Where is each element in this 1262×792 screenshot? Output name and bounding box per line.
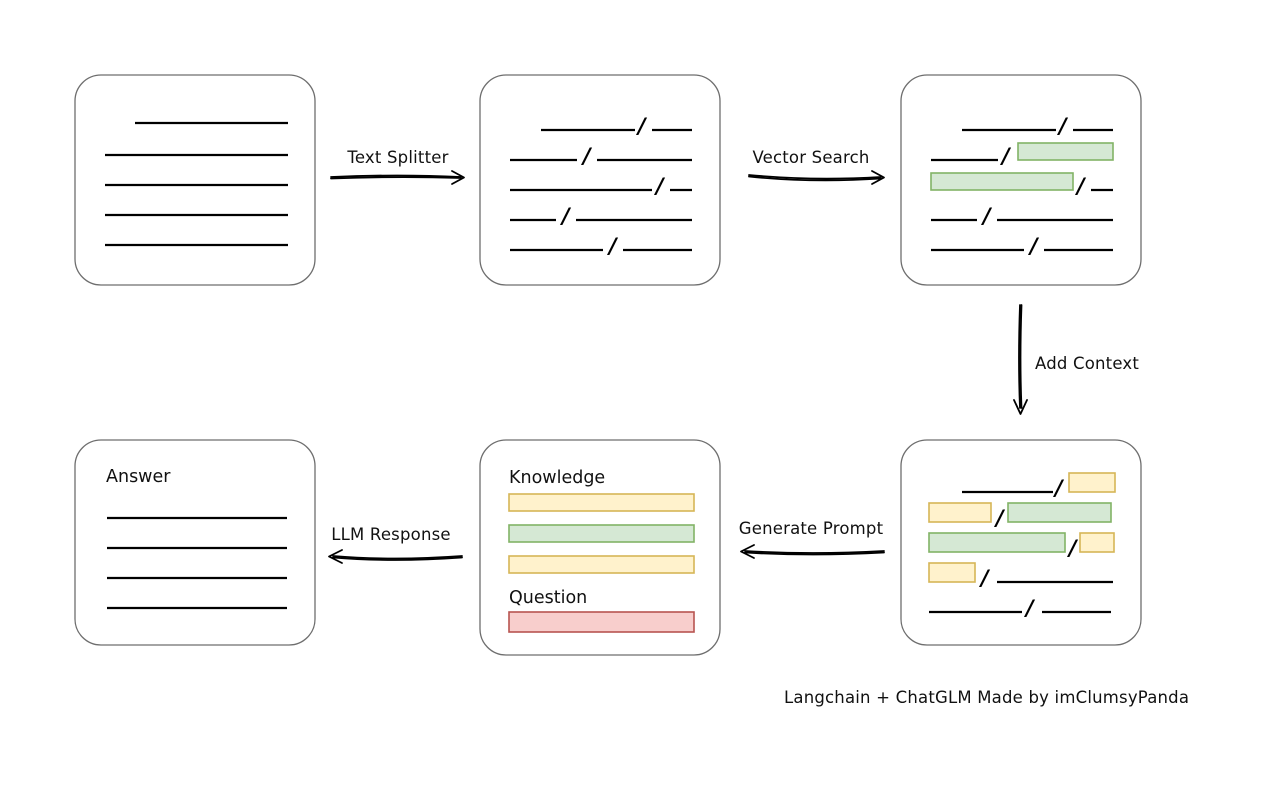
- answer-box[interactable]: [74, 439, 316, 646]
- context-chunk-highlight: [928, 502, 992, 523]
- answer-title: Answer: [106, 467, 171, 487]
- chunk-separator: /: [635, 114, 648, 138]
- chunk-separator: /: [999, 144, 1012, 168]
- chunk-separator: /: [606, 234, 619, 258]
- source-document-lines: [105, 121, 288, 247]
- knowledge-bar: [508, 493, 695, 512]
- context-chunk-highlight: [1007, 502, 1112, 523]
- knowledge-bar: [508, 524, 695, 543]
- node-prompt[interactable]: Knowledge Question: [479, 439, 721, 656]
- chunk-separator: /: [559, 204, 572, 228]
- edge-llm-response: LLM Response: [328, 525, 463, 564]
- arrow-head: [1013, 399, 1028, 415]
- arrow-shaft: [330, 174, 462, 178]
- context-chunk-highlight: [928, 532, 1066, 553]
- chunk-separator: /: [1074, 174, 1087, 198]
- node-split-chunks[interactable]: / / / / /: [479, 74, 721, 286]
- arrow-head: [740, 544, 755, 559]
- arrow-shaft-2: [332, 556, 463, 561]
- arrow-shaft-2: [1019, 304, 1023, 409]
- chunk-separator: /: [653, 174, 666, 198]
- chunk-separator: /: [1023, 596, 1036, 620]
- arrow-shaft-2: [748, 175, 882, 182]
- context-chunk-highlight: [1079, 532, 1115, 553]
- edge-vector-search: Vector Search: [748, 148, 885, 185]
- split-chunks-box[interactable]: [479, 74, 721, 286]
- arrow-shaft: [748, 174, 882, 180]
- edge-label-add-context: Add Context: [1035, 354, 1139, 373]
- edge-label-generate-prompt: Generate Prompt: [739, 519, 884, 538]
- chunk-separator: /: [993, 506, 1006, 530]
- vector-matches-rows: / / / / /: [930, 114, 1114, 258]
- arrow-shaft-2: [330, 176, 462, 180]
- edge-generate-prompt: Generate Prompt: [739, 519, 885, 559]
- question-bars: [508, 611, 695, 633]
- arrow-head: [871, 170, 885, 185]
- answer-lines: [107, 516, 287, 610]
- arrow-shaft: [332, 555, 463, 560]
- chunk-separator: /: [978, 566, 991, 590]
- arrow-shaft: [744, 550, 885, 554]
- arrow-shaft-2: [744, 551, 885, 556]
- chunk-separator: /: [1052, 476, 1065, 500]
- edge-add-context: Add Context: [1013, 304, 1139, 415]
- edge-label-text-splitter: Text Splitter: [346, 148, 448, 167]
- knowledge-bars: [508, 493, 695, 574]
- chunk-separator: /: [1027, 234, 1040, 258]
- edge-label-vector-search: Vector Search: [752, 148, 869, 167]
- matched-chunk-highlight: [930, 172, 1074, 191]
- chunk-separator: /: [580, 144, 593, 168]
- node-vector-matches[interactable]: / / / / /: [900, 74, 1142, 286]
- edge-label-llm-response: LLM Response: [331, 525, 451, 544]
- node-context-chunks[interactable]: / / / / /: [900, 439, 1142, 646]
- split-chunks-rows: / / / / /: [510, 114, 692, 258]
- source-document-box[interactable]: [74, 74, 316, 286]
- footer-credit: Langchain + ChatGLM Made by imClumsyPand…: [784, 688, 1189, 707]
- node-answer[interactable]: Answer: [74, 439, 316, 646]
- matched-chunk-highlight: [1017, 142, 1114, 161]
- arrow-head: [328, 549, 343, 564]
- knowledge-bar: [508, 555, 695, 574]
- edge-text-splitter: Text Splitter: [330, 148, 465, 185]
- arrow-head: [451, 170, 465, 185]
- chunk-separator: /: [980, 204, 993, 228]
- arrow-shaft: [1018, 304, 1021, 409]
- question-bar: [508, 611, 695, 633]
- chunk-separator: /: [1066, 536, 1079, 560]
- node-source-document[interactable]: [74, 74, 316, 286]
- context-chunk-highlight: [1068, 472, 1116, 493]
- knowledge-label: Knowledge: [509, 468, 605, 488]
- context-chunks-rows: / / / / /: [928, 472, 1116, 620]
- context-chunk-highlight: [928, 562, 976, 583]
- chunk-separator: /: [1056, 114, 1069, 138]
- question-label: Question: [509, 588, 587, 608]
